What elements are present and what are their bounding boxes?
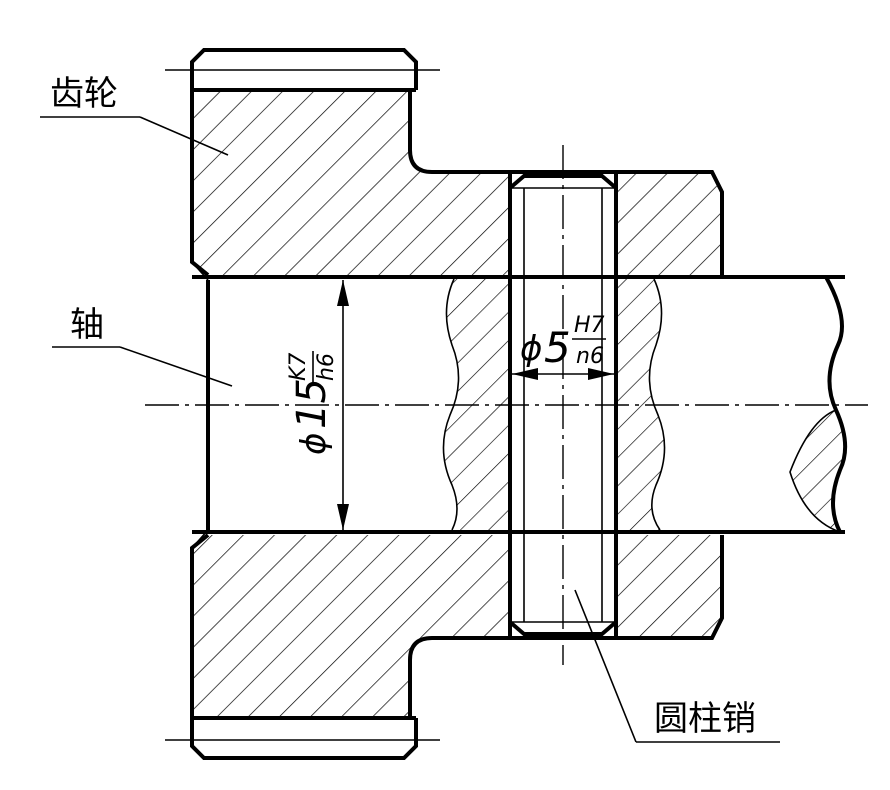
- shaft-callout: 轴: [52, 305, 233, 387]
- pin-label: 圆柱销: [654, 699, 756, 739]
- gear-callout: 齿轮: [40, 74, 229, 156]
- shaft-dia-value: 15: [289, 378, 335, 429]
- pin-fit-upper: H7: [574, 313, 605, 338]
- pin-callout: 圆柱销: [574, 589, 780, 743]
- pin-dia-symbol: ϕ: [520, 329, 542, 369]
- pin-diameter-dimension: ϕ 5 H7 n6: [512, 313, 614, 380]
- pin-dia-value: 5: [544, 323, 571, 372]
- shaft-diameter-dimension: ϕ 15 K7 h6: [286, 280, 349, 530]
- gear-lower-section: [190, 533, 724, 760]
- shaft-label: 轴: [70, 305, 104, 345]
- shaft-fit-lower: h6: [314, 353, 339, 381]
- gear-label: 齿轮: [50, 74, 118, 114]
- center-lines: [145, 69, 868, 741]
- pin-fit-lower: n6: [576, 344, 604, 369]
- shaft-dia-symbol: ϕ: [294, 433, 334, 455]
- gear-upper-section: [190, 48, 724, 277]
- shaft-fit-upper: K7: [286, 353, 311, 381]
